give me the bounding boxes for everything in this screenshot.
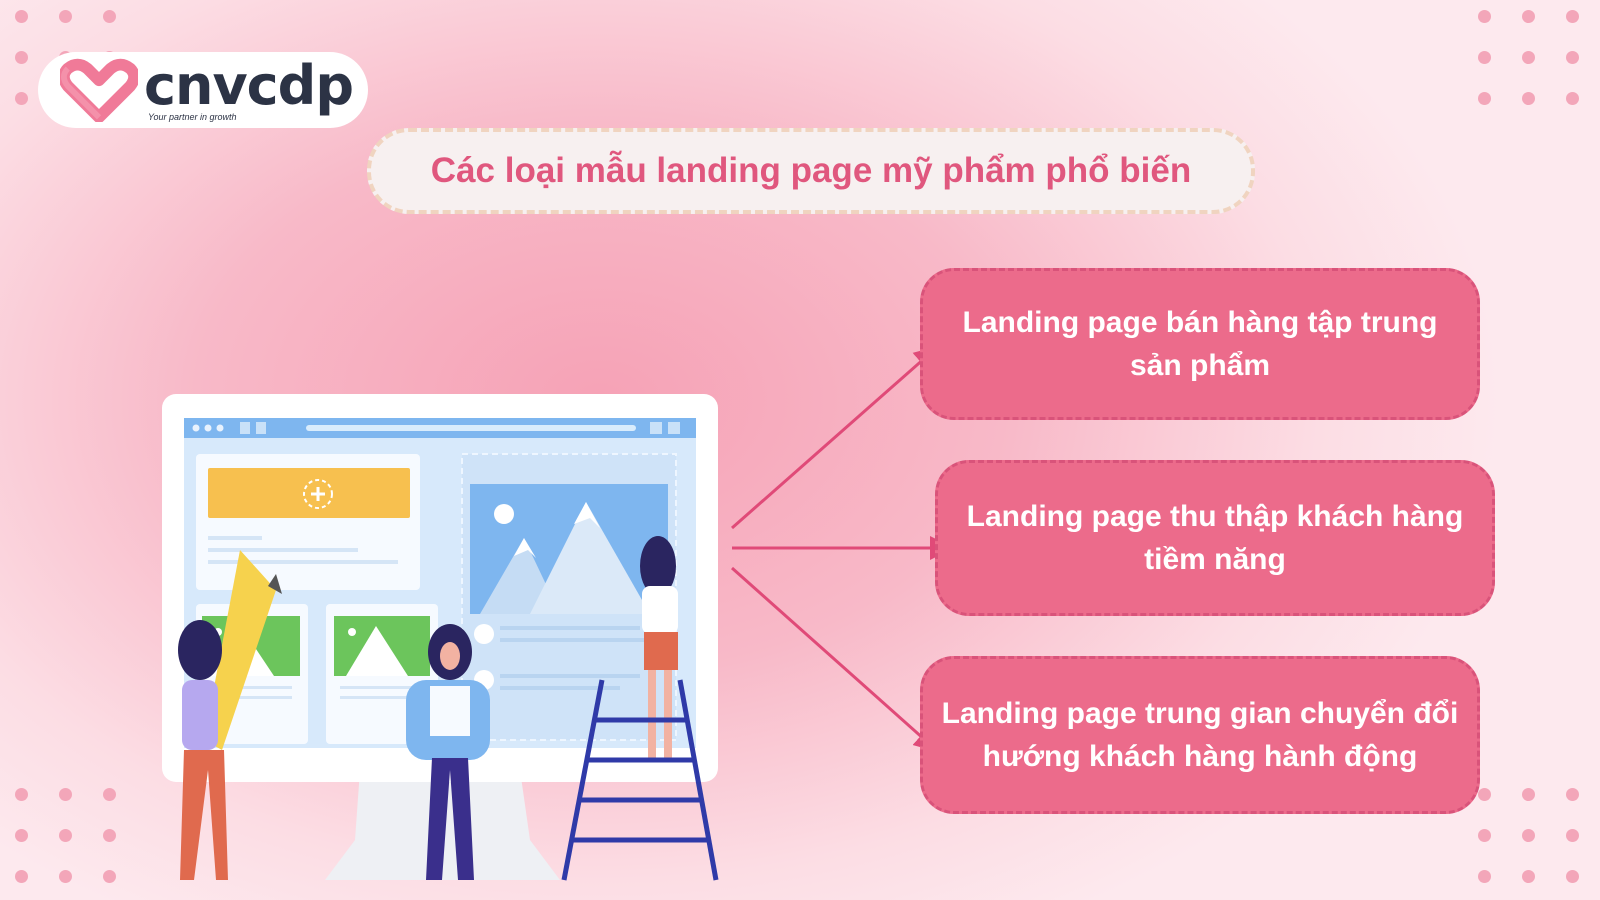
- arrow-to-card-3: [731, 566, 939, 752]
- card-label: Landing page thu thập khách hàng tiềm nă…: [966, 500, 1464, 576]
- page-title: Các loại mẫu landing page mỹ phẩm phổ bi…: [430, 151, 1192, 190]
- brand-logo: cnvcdp Your partner in growth: [38, 52, 368, 128]
- card-label: Landing page bán hàng tập trung sản phẩm: [962, 306, 1438, 382]
- brand-name: cnvcdp: [144, 54, 354, 117]
- monitor-illustration: [162, 394, 719, 881]
- card-product-sales-landing: Landing page bán hàng tập trung sản phẩm: [920, 268, 1480, 420]
- card-lead-generation-landing: Landing page thu thập khách hàng tiềm nă…: [935, 460, 1495, 616]
- card-click-through-landing: Landing page trung gian chuyển đổi hướng…: [920, 656, 1480, 814]
- decorative-dots-top-right: [1478, 10, 1580, 105]
- decorative-dots-bottom-right: [1478, 788, 1580, 883]
- brand-tagline: Your partner in growth: [148, 112, 237, 122]
- decorative-dots-bottom-left: [15, 788, 117, 883]
- card-label: Landing page trung gian chuyển đổi hướng…: [941, 697, 1459, 773]
- arrow-to-card-1: [731, 346, 939, 530]
- heart-icon: [60, 58, 138, 122]
- title-banner: Các loại mẫu landing page mỹ phẩm phổ bi…: [367, 128, 1255, 214]
